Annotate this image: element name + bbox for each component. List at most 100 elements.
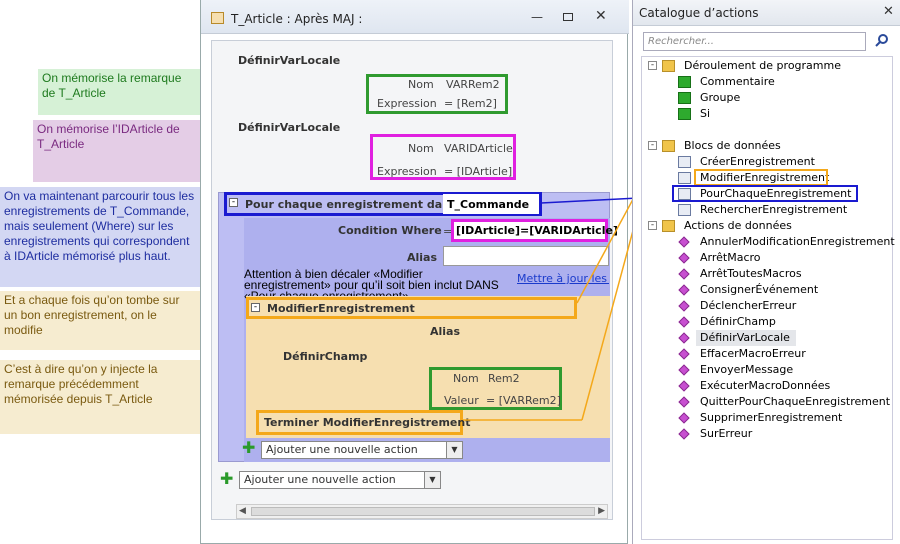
restore-icon[interactable] <box>563 13 573 21</box>
action-icon <box>678 428 690 440</box>
table-icon <box>678 172 691 184</box>
folder-icon <box>662 140 675 152</box>
action1-expr-label: Expression <box>377 97 437 110</box>
add-outer-text: Ajouter une nouvelle action <box>244 473 396 486</box>
alias-label: Alias <box>407 251 438 264</box>
tree-item-quitter[interactable]: QuitterPourChaqueEnregistrement <box>640 394 900 410</box>
horizontal-scrollbar[interactable]: ◀ ▶ <box>236 504 608 519</box>
setfield-nom-value[interactable]: Rem2 <box>488 372 520 385</box>
tree-item-label: RechercherEnregistrement <box>700 203 848 216</box>
action-icon <box>678 364 690 376</box>
action-icon <box>678 236 690 248</box>
update-link[interactable]: Mettre à jour les p <box>517 272 609 285</box>
setfield-title[interactable]: DéfinirChamp <box>283 350 368 363</box>
tree-item-annuler[interactable]: AnnulerModificationEnregistrement <box>640 234 900 250</box>
tree-item-arrettoutes[interactable]: ArrêtToutesMacros <box>640 266 900 282</box>
tree-item-declencher[interactable]: DéclencherErreur <box>640 298 900 314</box>
table-icon <box>678 204 691 216</box>
action-icon <box>678 92 691 104</box>
tree-item-effacer[interactable]: EffacerMacroErreur <box>640 346 900 362</box>
close-icon[interactable]: ✕ <box>595 8 607 24</box>
tree-item-envoyer[interactable]: EnvoyerMessage <box>640 362 900 378</box>
close-icon[interactable]: ✕ <box>883 4 894 19</box>
tree-item-label: EffacerMacroErreur <box>700 347 806 360</box>
tree-item-si[interactable]: Si <box>640 106 900 122</box>
setfield-val-value[interactable]: = [VARRem2] <box>486 394 561 407</box>
action-icon <box>678 332 690 344</box>
scroll-right-icon[interactable]: ▶ <box>598 506 605 516</box>
tree-item-label: Commentaire <box>700 75 775 88</box>
tree-item-executer[interactable]: ExécuterMacroDonnées <box>640 378 900 394</box>
modify-collapse-icon[interactable]: - <box>251 303 260 312</box>
tree-item-label: PourChaqueEnregistrement <box>700 187 852 200</box>
tree-group-label: Blocs de données <box>684 139 781 152</box>
tree-item-consigner[interactable]: ConsignerÉvénement <box>640 282 900 298</box>
tree-group-blocks[interactable]: - Blocs de données <box>640 138 900 154</box>
scroll-thumb[interactable] <box>251 507 595 516</box>
foreach-table-field[interactable] <box>443 194 539 214</box>
tree-item-supprimer[interactable]: SupprimerEnregistrement <box>640 410 900 426</box>
collapse-icon[interactable]: - <box>648 61 657 70</box>
search-input[interactable]: Rechercher... <box>643 32 866 51</box>
tree-item-label: ExécuterMacroDonnées <box>700 379 831 392</box>
add-inner-select[interactable]: Ajouter une nouvelle action ▼ <box>261 441 463 459</box>
add-inner-icon[interactable]: ✚ <box>242 438 256 457</box>
tree-item-label: QuitterPourChaqueEnregistrement <box>700 395 891 408</box>
tree-item-groupe[interactable]: Groupe <box>640 90 900 106</box>
tree-item-label: DéfinirChamp <box>700 315 776 328</box>
table-icon <box>678 156 691 168</box>
setfield-val-label: Valeur <box>444 394 479 407</box>
action2-args <box>370 134 516 180</box>
tree-item-surerreur[interactable]: SurErreur <box>640 426 900 442</box>
tree-item-pourchaque[interactable]: PourChaqueEnregistrement <box>640 185 900 202</box>
collapse-icon[interactable]: - <box>648 141 657 150</box>
collapse-icon[interactable]: - <box>648 221 657 230</box>
action1-nom-value[interactable]: VARRem2 <box>446 78 500 91</box>
tree-group-flow[interactable]: - Déroulement de programme <box>640 58 900 74</box>
action1-args <box>366 74 508 114</box>
action-icon <box>678 380 690 392</box>
action-icon <box>678 412 690 424</box>
tree-item-creer[interactable]: CréerEnregistrement <box>640 154 900 170</box>
tree-item-definirchamp[interactable]: DéfinirChamp <box>640 314 900 330</box>
where-value[interactable]: [IDArticle]=[VARIDArticle] <box>456 224 618 237</box>
action2-expr-value[interactable]: = [IDArticle] <box>444 165 513 178</box>
tree-item-definirvarlocale[interactable]: DéfinirVarLocale <box>640 330 900 346</box>
alias-field[interactable] <box>443 246 609 266</box>
tree-item-arretmacro[interactable]: ArrêtMacro <box>640 250 900 266</box>
chevron-down-icon[interactable]: ▼ <box>446 442 462 458</box>
tree-item-commentaire[interactable]: Commentaire <box>640 74 900 90</box>
note-injecter: C’est à dire qu’on y injecte la remarque… <box>0 360 200 434</box>
warning-text: Attention à bien décaler «Modifier enreg… <box>244 267 499 302</box>
tree-item-label: SurErreur <box>700 427 753 440</box>
add-outer-select[interactable]: Ajouter une nouvelle action ▼ <box>239 471 441 489</box>
modify-alias-label: Alias <box>430 325 461 338</box>
modify-end <box>256 410 463 435</box>
tree-item-label: CréerEnregistrement <box>700 155 815 168</box>
tree-group-actions[interactable]: - Actions de données <box>640 218 900 234</box>
action-icon <box>678 396 690 408</box>
action1-expr-value[interactable]: = [Rem2] <box>444 97 497 110</box>
tree-item-label: EnvoyerMessage <box>700 363 794 376</box>
action2-nom-value[interactable]: VARIDArticle <box>444 142 513 155</box>
foreach-collapse-icon[interactable]: - <box>229 198 238 207</box>
action2-title[interactable]: DéfinirVarLocale <box>238 121 341 134</box>
modify-label: ModifierEnregistrement <box>267 302 415 315</box>
action-icon <box>678 300 690 312</box>
minimize-icon[interactable]: — <box>531 10 543 24</box>
scroll-left-icon[interactable]: ◀ <box>239 506 246 516</box>
action-icon <box>678 76 691 88</box>
action-icon <box>678 268 690 280</box>
tree-item-rechercher[interactable]: RechercherEnregistrement <box>640 202 900 218</box>
add-outer-icon[interactable]: ✚ <box>220 469 234 488</box>
chevron-down-icon[interactable]: ▼ <box>424 472 440 488</box>
modify-header <box>246 297 577 319</box>
search-icon[interactable] <box>875 33 889 47</box>
foreach-table[interactable]: T_Commande <box>447 198 530 211</box>
tree-item-modifier[interactable]: ModifierEnregistrement <box>640 169 900 186</box>
action1-title[interactable]: DéfinirVarLocale <box>238 54 341 67</box>
folder-icon <box>662 60 675 72</box>
search-placeholder: Rechercher... <box>648 36 714 47</box>
action-icon <box>678 348 690 360</box>
note-modifier: Et a chaque fois qu’on tombe sur un bon … <box>0 291 200 350</box>
